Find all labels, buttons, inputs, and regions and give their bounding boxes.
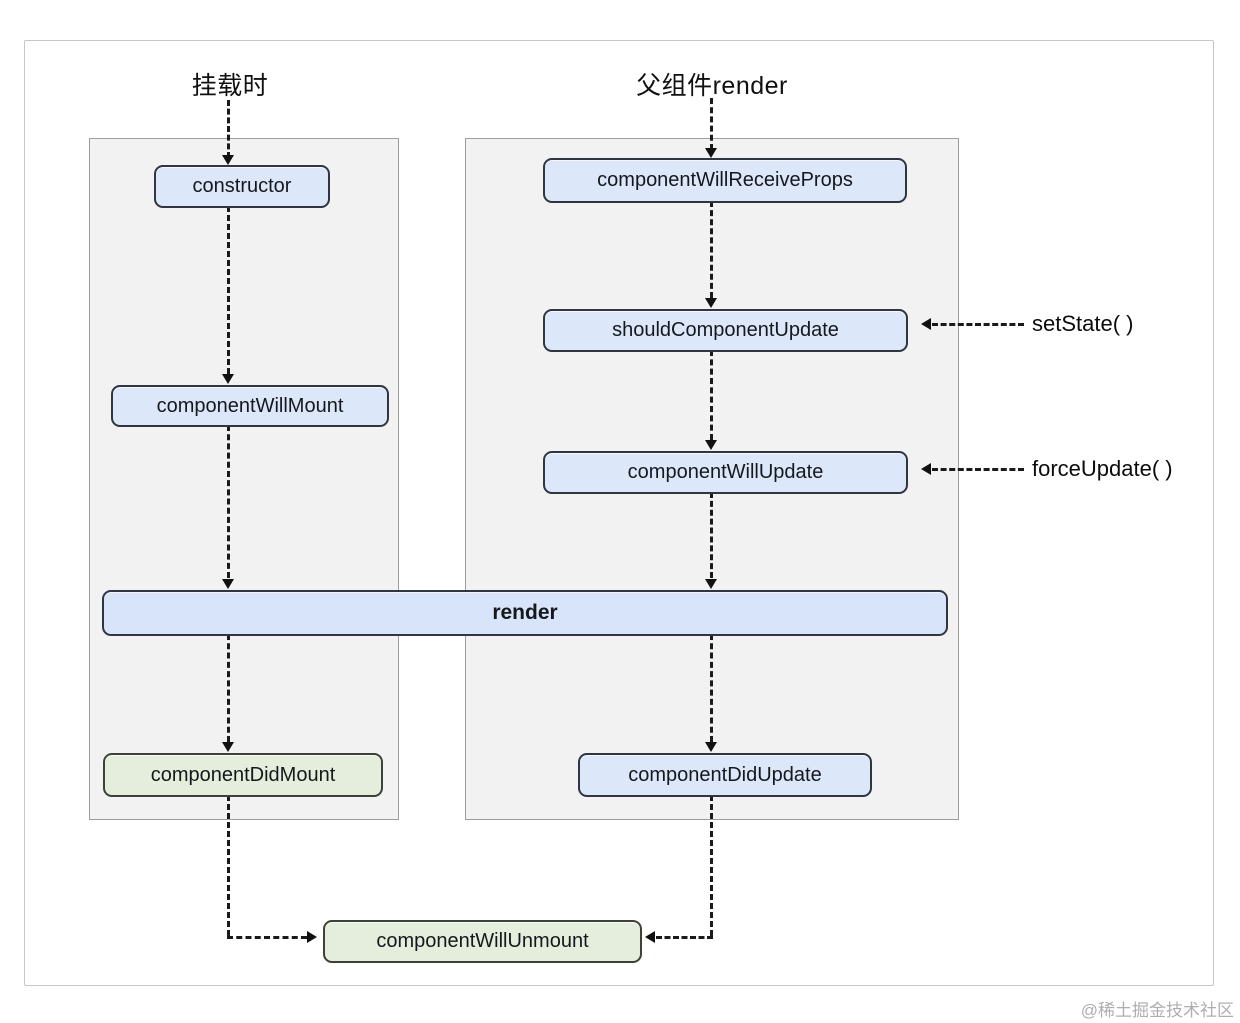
connector-willmount-to-render <box>227 425 230 578</box>
connector-didupdate-to-unmount <box>656 936 713 939</box>
node-componentdidupdate: componentDidUpdate <box>578 753 872 797</box>
mount-column-title: 挂载时 <box>191 72 269 100</box>
node-render: render <box>102 590 948 636</box>
forceupdate-arrow-line <box>932 468 1024 471</box>
node-componentwillreceiveprops: componentWillReceiveProps <box>543 158 907 203</box>
mount-panel <box>89 138 399 820</box>
arrowhead-right-to-render-icon <box>705 579 717 589</box>
arrowhead-to-didupdate-icon <box>705 742 717 752</box>
node-componentwillunmount: componentWillUnmount <box>323 920 642 963</box>
connector-didmount-down <box>227 795 230 936</box>
arrowhead-to-unmount-left-icon <box>307 931 317 943</box>
connector-parentrender-to-receiveprops <box>710 98 713 150</box>
connector-didupdate-down <box>710 795 713 936</box>
node-componentwillmount: componentWillMount <box>111 385 389 427</box>
node-constructor: constructor <box>154 165 330 208</box>
node-shouldcomponentupdate: shouldComponentUpdate <box>543 309 908 352</box>
setstate-trigger-label: setState( ) <box>1032 311 1134 336</box>
connector-constructor-to-willmount <box>227 206 230 374</box>
arrowhead-to-constructor-icon <box>222 155 234 165</box>
node-componentwillupdate: componentWillUpdate <box>543 451 908 494</box>
arrowhead-to-didmount-icon <box>222 742 234 752</box>
setstate-arrowhead-icon <box>921 318 931 330</box>
arrowhead-to-unmount-right-icon <box>645 931 655 943</box>
connector-render-to-didmount <box>227 634 230 742</box>
connector-willupdate-to-render <box>710 492 713 578</box>
connector-shouldupdate-to-willupdate <box>710 350 713 440</box>
connector-mount-to-constructor <box>227 100 230 158</box>
arrowhead-to-willmount-icon <box>222 374 234 384</box>
connector-didmount-to-unmount <box>227 936 307 939</box>
node-componentdidmount: componentDidMount <box>103 753 383 797</box>
forceupdate-arrowhead-icon <box>921 463 931 475</box>
arrowhead-to-receiveprops-icon <box>705 148 717 158</box>
arrowhead-to-shouldupdate-icon <box>705 298 717 308</box>
arrowhead-left-to-render-icon <box>222 579 234 589</box>
setstate-arrow-line <box>932 323 1024 326</box>
forceupdate-trigger-label: forceUpdate( ) <box>1032 456 1173 481</box>
parent-render-column-title: 父组件render <box>636 72 788 100</box>
arrowhead-to-willupdate-icon <box>705 440 717 450</box>
connector-render-to-didupdate <box>710 634 713 742</box>
connector-receiveprops-to-shouldupdate <box>710 201 713 298</box>
watermark: @稀土掘金技术社区 <box>1080 1001 1234 1020</box>
